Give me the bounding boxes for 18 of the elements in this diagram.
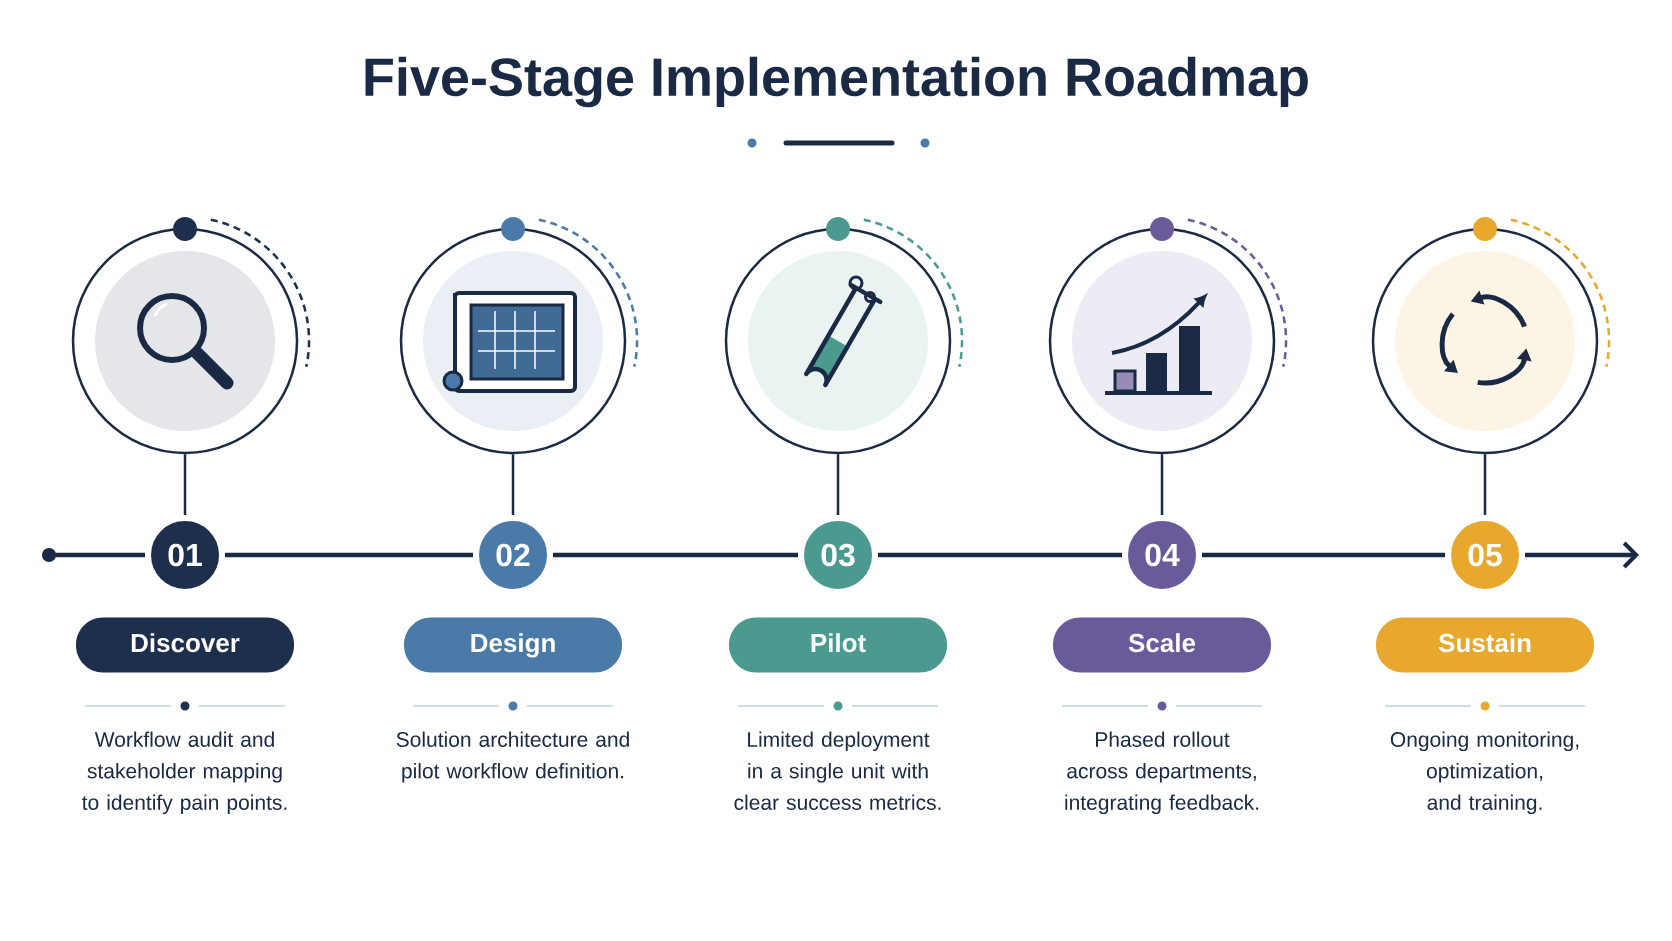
connector-line — [1483, 454, 1487, 515]
connector-line — [1160, 454, 1164, 515]
connector-line — [836, 454, 840, 515]
stage-pill: Scale — [1053, 617, 1271, 673]
stage-pill: Pilot — [729, 617, 947, 673]
stage-pill: Sustain — [1376, 617, 1594, 673]
connector-line — [183, 454, 187, 515]
description-text: Phased rollout across departments, integrating feedback. — [1065, 731, 1259, 815]
description-text: Solution architecture and pilot workflow definition. — [396, 731, 629, 783]
connector-line — [511, 454, 515, 515]
timeline-arrow — [1525, 541, 1639, 569]
description-text: Ongoing monitoring, optimization, and training. — [1390, 731, 1579, 815]
stage-pill: Design — [404, 617, 622, 673]
description-text: Workflow audit and stakeholder mapping to identify pain points. — [82, 731, 287, 815]
title: Five-Stage Implementation Roadmap — [365, 56, 1308, 108]
description-text: Limited deployment in a single unit with clear success metrics. — [734, 731, 941, 810]
timeline-arrow — [42, 548, 145, 562]
stage-pill: Discover — [76, 617, 294, 673]
